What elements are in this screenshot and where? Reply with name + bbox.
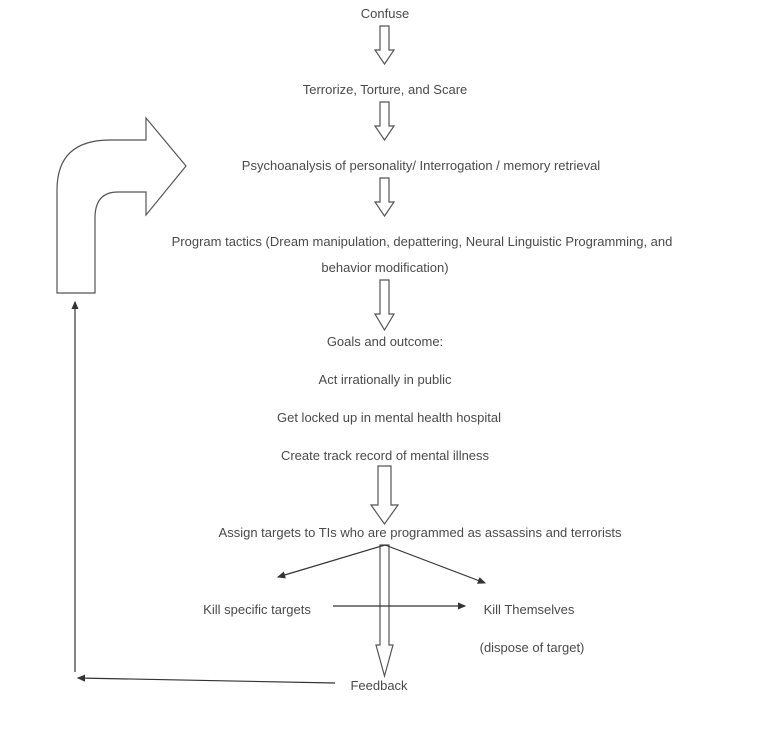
step-psychoanalysis: Psychoanalysis of personality/ Interroga… bbox=[241, 158, 601, 173]
goals-heading: Goals and outcome: bbox=[326, 334, 444, 349]
branch-arrow-right bbox=[384, 544, 487, 584]
step-confuse: Confuse bbox=[360, 6, 410, 21]
branch-arrow-left bbox=[276, 544, 386, 579]
down-arrow-4 bbox=[373, 279, 396, 332]
step-terrorize: Terrorize, Torture, and Scare bbox=[302, 82, 468, 97]
outcome-kill-specific: Kill specific targets bbox=[203, 602, 311, 617]
down-arrow-5 bbox=[369, 465, 400, 526]
bent-loop-arrow bbox=[56, 116, 187, 294]
step-program-tactics-cont: behavior modification) bbox=[321, 260, 449, 275]
down-arrow-2 bbox=[373, 101, 396, 142]
down-arrow-3 bbox=[373, 177, 396, 218]
down-arrow-1 bbox=[373, 25, 396, 66]
outcome-dispose-note: (dispose of target) bbox=[479, 640, 585, 655]
step-feedback: Feedback bbox=[350, 678, 408, 693]
feedback-return-line bbox=[76, 674, 336, 684]
outcome-kill-themselves: Kill Themselves bbox=[483, 602, 575, 617]
goal-item: Act irrationally in public bbox=[318, 372, 452, 387]
goal-item: Create track record of mental illness bbox=[280, 448, 490, 463]
goal-item: Get locked up in mental health hospital bbox=[276, 410, 502, 425]
step-assign-targets: Assign targets to TIs who are programmed… bbox=[218, 525, 622, 540]
step-program-tactics: Program tactics (Dream manipulation, dep… bbox=[171, 234, 673, 249]
down-arrow-feedback bbox=[375, 544, 394, 679]
